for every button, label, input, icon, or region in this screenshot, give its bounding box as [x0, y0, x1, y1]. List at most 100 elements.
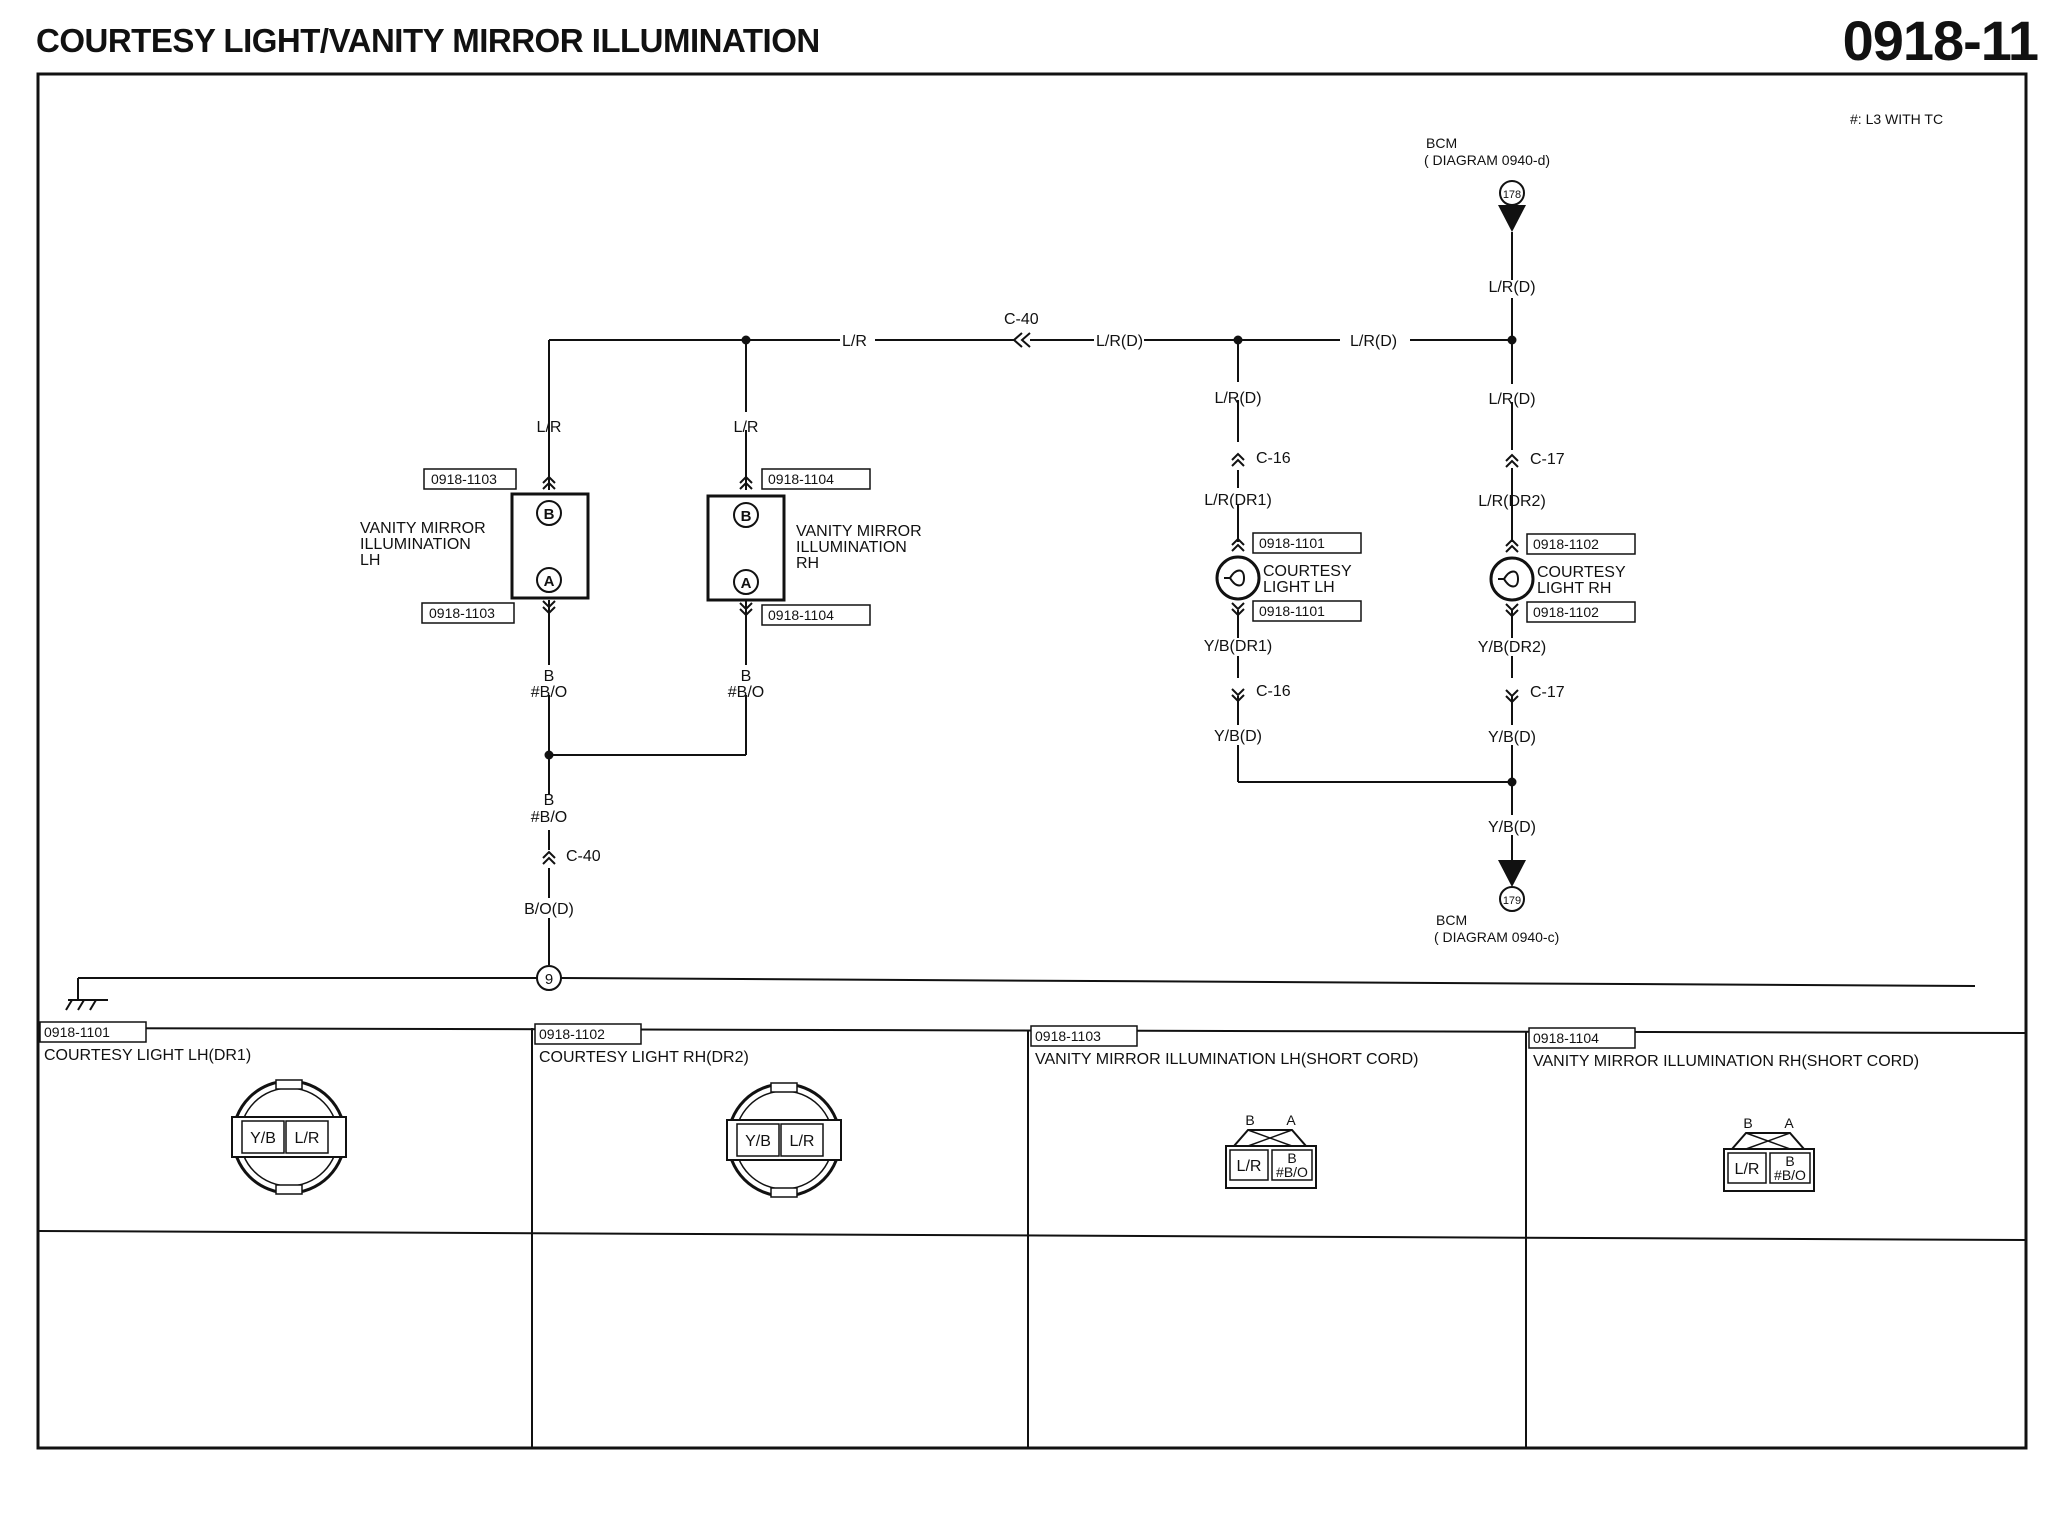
- wire-label-top-lr: L/R: [842, 333, 867, 350]
- connector-view-courtesy-lh: 0918-1101 COURTESY LIGHT LH(DR1) Y/B L/R: [39, 1021, 347, 1195]
- vanity-rh-pin-b-letter: B: [741, 508, 752, 525]
- connector-view-code: 0918-1102: [539, 1026, 605, 1042]
- wire-label-bcm-lr-d: L/R(D): [1488, 279, 1535, 296]
- connector-view-code: 0918-1101: [44, 1024, 110, 1040]
- connector-c17-top-icon: [1505, 454, 1519, 468]
- wires: [65, 232, 1976, 1011]
- connector-pin-letter-a: A: [1286, 1112, 1296, 1128]
- connector-view-code: 0918-1104: [1533, 1030, 1599, 1046]
- wire-label-vanity-rh-bo: #B/O: [728, 684, 764, 701]
- connector-pin-lr: L/R: [1735, 1161, 1760, 1178]
- courtesy-rh-filament: [1498, 570, 1520, 588]
- wire-label-courtesy-rh-yb-dr2: Y/B(DR2): [1478, 639, 1546, 656]
- courtesy-rh-code-bottom: 0918-1102: [1533, 604, 1599, 620]
- connector-pin-b: B: [1785, 1153, 1794, 1169]
- connector-view-title: VANITY MIRROR ILLUMINATION LH(SHORT CORD…: [1035, 1051, 1418, 1068]
- connector-c16-bottom-label: C-16: [1256, 683, 1291, 700]
- splice-points: [544, 335, 1517, 787]
- connector-c40-top-icon: [1012, 332, 1094, 348]
- wire-label-courtesy-rh-lr-dr2: L/R(DR2): [1478, 493, 1546, 510]
- vanity-lh-name: VANITY MIRROR ILLUMINATION LH: [360, 520, 490, 569]
- wire-label-vanity-common-bo: #B/O: [531, 809, 567, 826]
- vanity-lh-pin-b-letter: B: [544, 506, 555, 523]
- vanity-lh-code-top-box: [423, 468, 517, 490]
- courtesy-rh-code-bottom-box: [1526, 601, 1636, 623]
- wire-label-courtesy-lh-yb-d: Y/B(D): [1214, 728, 1262, 745]
- connector-pin-letter-a: A: [1784, 1115, 1794, 1131]
- connector-table-grid: [37, 1027, 2027, 1448]
- bcm-top-ref: ( DIAGRAM 0940-d): [1424, 152, 1550, 168]
- wire-label-courtesy-rh-yb-d: Y/B(D): [1488, 729, 1536, 746]
- courtesy-lh-filament: [1224, 569, 1246, 587]
- courtesy-lh-bulb: [1215, 555, 1261, 601]
- connector-pin-bo: #B/O: [1276, 1164, 1308, 1180]
- vanity-lh-pin-a: [536, 567, 562, 593]
- wire-label-top-lr-d2: L/R(D): [1350, 333, 1397, 350]
- vanity-rh-code-top: 0918-1104: [768, 471, 834, 487]
- wire-label-top-lr-d1: L/R(D): [1096, 333, 1143, 350]
- wire-label-courtesy-lh-lr-d: L/R(D): [1214, 390, 1261, 407]
- courtesy-lh-code-bottom-box: [1252, 600, 1362, 622]
- connector-c16-top-icon: [1231, 453, 1245, 467]
- vanity-rh-pin-a: [733, 569, 759, 595]
- bcm-top-label: BCM: [1426, 135, 1457, 151]
- connector-pin-lr: L/R: [1237, 1158, 1262, 1175]
- wire-label-vanity-lh-b: B: [544, 668, 555, 685]
- wire-label-courtesy-lh-yb-dr1: Y/B(DR1): [1204, 638, 1272, 655]
- vanity-rh-code-bottom: 0918-1104: [768, 607, 834, 623]
- courtesy-lh-code-bottom: 0918-1101: [1259, 603, 1325, 619]
- bcm-bottom-label: BCM: [1436, 912, 1467, 928]
- vanity-lh-pin-a-letter: A: [544, 573, 555, 590]
- bcm-bottom-arrow: [1498, 860, 1526, 887]
- vanity-lh-code-bottom-box: [421, 602, 515, 624]
- bcm-bottom-terminal-number: 179: [1503, 895, 1521, 907]
- bcm-top-arrow: [1498, 205, 1526, 232]
- connector-c40-bottom-label: C-40: [566, 848, 601, 865]
- connector-pin-lr: L/R: [295, 1130, 320, 1147]
- bcm-bottom-ref: ( DIAGRAM 0940-c): [1434, 929, 1559, 945]
- option-note: #: L3 WITH TC: [1850, 111, 1943, 127]
- connector-pin-bo: #B/O: [1774, 1167, 1806, 1183]
- vanity-lh-pin-b: [536, 500, 562, 526]
- wire-label-vanity-rh-b: B: [741, 668, 752, 685]
- connector-c40-bottom-icon: [542, 851, 556, 865]
- connector-view-vanity-lh: 0918-1103 VANITY MIRROR ILLUMINATION LH(…: [1030, 1025, 1418, 1189]
- wire-label-courtesy-lh-lr-dr1: L/R(DR1): [1204, 492, 1272, 509]
- connector-c17-top-label: C-17: [1530, 451, 1565, 468]
- connector-pin-lr: L/R: [790, 1133, 815, 1150]
- courtesy-rh-code-top: 0918-1102: [1533, 536, 1599, 552]
- vanity-rh-code-bottom-box: [761, 604, 871, 626]
- connector-view-title: COURTESY LIGHT RH(DR2): [539, 1049, 749, 1066]
- connector-c16-top-label: C-16: [1256, 450, 1291, 467]
- connector-c17-bottom-label: C-17: [1530, 684, 1565, 701]
- courtesy-rh-code-top-box: [1526, 533, 1636, 555]
- wire-label-courtesy-rh-lr-d: L/R(D): [1488, 391, 1535, 408]
- wire-label-bcm-yb-d: Y/B(D): [1488, 819, 1536, 836]
- connector-view-code: 0918-1103: [1035, 1028, 1101, 1044]
- bcm-bottom-terminal: [1499, 886, 1525, 912]
- connector-pin-b: B: [1287, 1150, 1296, 1166]
- page-number: 0918-11: [1842, 9, 2039, 72]
- wire-label-vanity-lh-top: L/R: [537, 419, 562, 436]
- wire-label-vanity-bo-d: B/O(D): [524, 901, 574, 918]
- vanity-lh-code-top: 0918-1103: [431, 471, 497, 487]
- connector-c40-top-label: C-40: [1004, 311, 1039, 328]
- vanity-rh-pin-b: [733, 502, 759, 528]
- connector-pin-letter-b: B: [1743, 1115, 1752, 1131]
- wire-label-vanity-lh-bo: #B/O: [531, 684, 567, 701]
- wire-label-vanity-common-b: B: [544, 792, 555, 809]
- wire-label-vanity-rh-top: L/R: [734, 419, 759, 436]
- vanity-rh-code-top-box: [761, 468, 871, 490]
- diagram-frame: [36, 72, 2028, 1450]
- vanity-rh-name: VANITY MIRROR ILLUMINATION RH: [796, 523, 926, 572]
- vanity-lh-code-bottom: 0918-1103: [429, 605, 495, 621]
- connector-view-courtesy-rh: 0918-1102 COURTESY LIGHT RH(DR2) Y/B L/R: [534, 1023, 842, 1198]
- ground-point: [536, 965, 562, 991]
- vanity-rh-pin-a-letter: A: [741, 575, 752, 592]
- connector-pin-yb: Y/B: [745, 1133, 771, 1150]
- connector-view-vanity-rh: 0918-1104 VANITY MIRROR ILLUMINATION RH(…: [1528, 1027, 1919, 1192]
- connector-pin-yb: Y/B: [250, 1130, 276, 1147]
- courtesy-rh-bulb: [1489, 556, 1535, 602]
- courtesy-lh-name: COURTESY LIGHT LH: [1263, 563, 1356, 596]
